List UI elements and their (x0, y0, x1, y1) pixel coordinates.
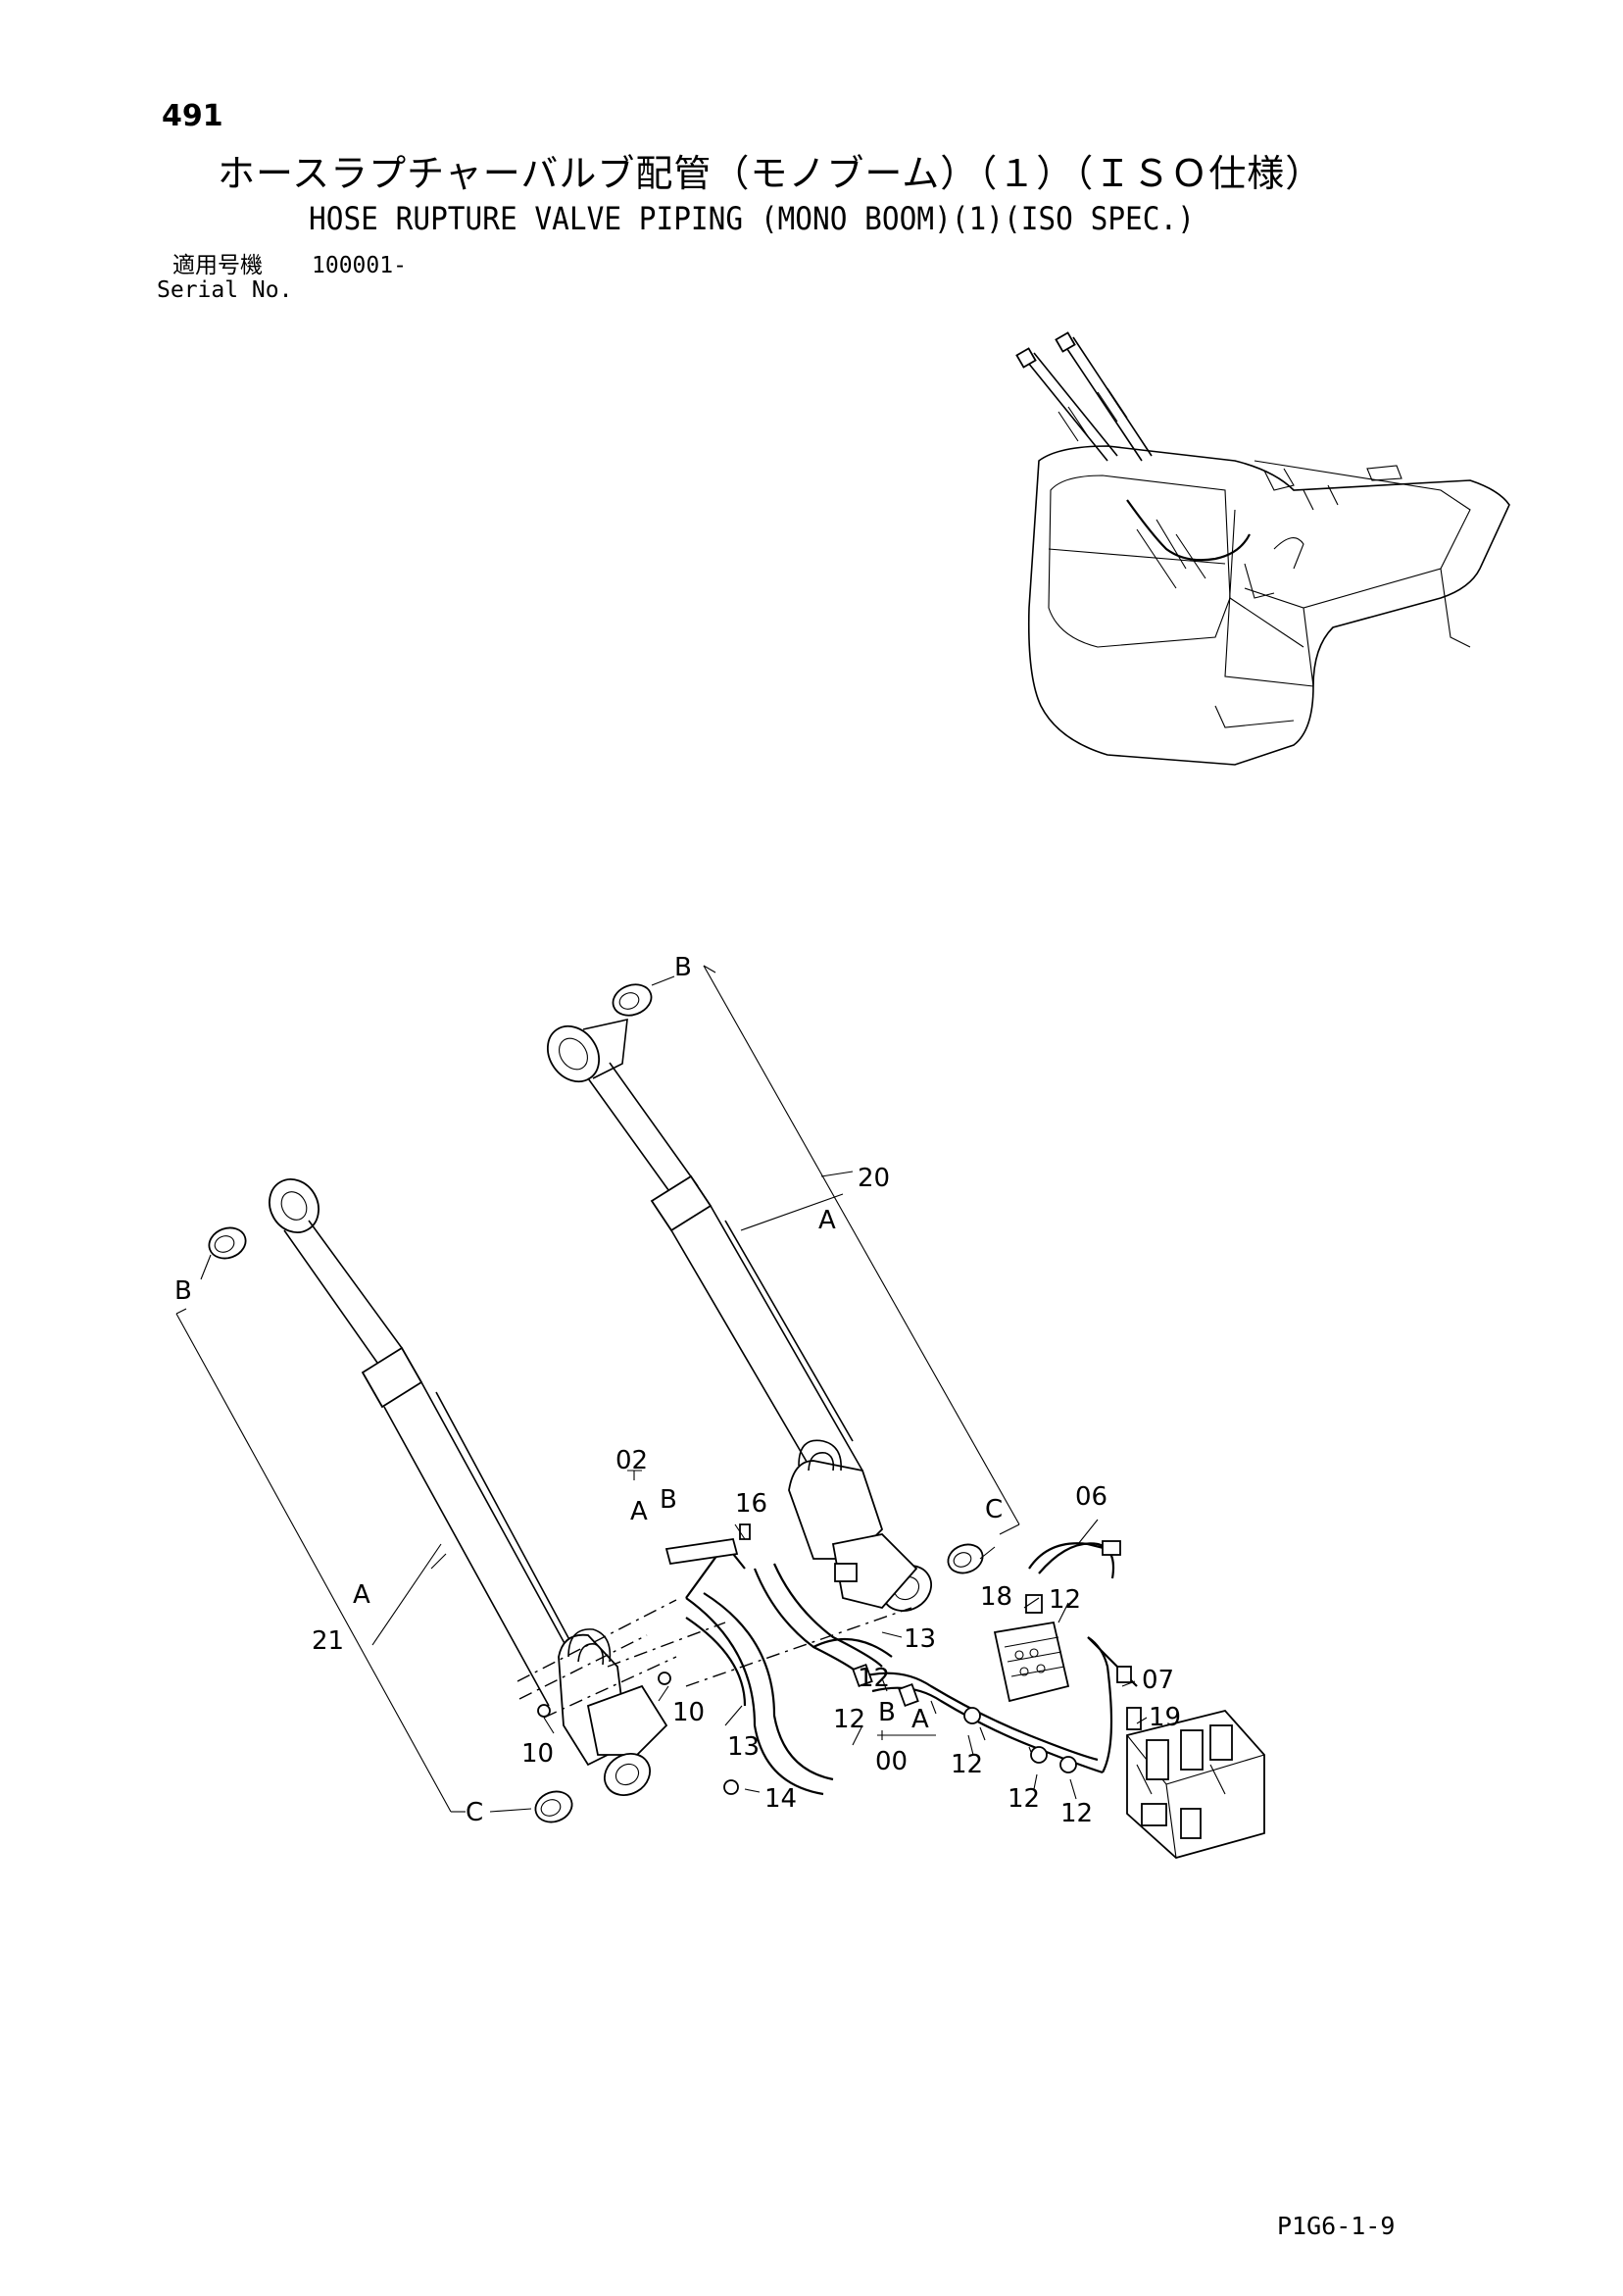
callout-13-lower: 13 (727, 1732, 760, 1762)
letter-c-left: C (466, 1798, 483, 1827)
letter-b-top: B (674, 953, 692, 982)
callout-14: 14 (764, 1784, 797, 1814)
callout-18: 18 (980, 1582, 1012, 1612)
drawing-code: P1G6-1-9 (1277, 2212, 1396, 2240)
bushing-bottom-right (947, 1543, 984, 1574)
boom-cylinder-right (546, 1018, 932, 1612)
callout-06: 06 (1075, 1482, 1107, 1512)
callout-00: 00 (875, 1747, 908, 1776)
letter-b-left: B (174, 1276, 192, 1306)
letter-a-02: A (630, 1497, 648, 1526)
bushing-bottom-left (534, 1790, 573, 1823)
callout-12-b: 12 (1008, 1784, 1040, 1814)
callout-12-fitting: 12 (833, 1705, 865, 1734)
serial-number-value: 100001- (312, 253, 407, 278)
callout-10-right: 10 (672, 1698, 705, 1727)
page-title-english: HOSE RUPTURE VALVE PIPING (MONO BOOM)(1)… (309, 200, 1195, 237)
bushing-top-left (208, 1226, 247, 1260)
page-number: 491 (162, 99, 223, 133)
serial-label-english: Serial No. (157, 277, 293, 303)
bushing-top-right (612, 983, 653, 1017)
serial-label-japanese: 適用号機 (172, 253, 263, 278)
page-title-japanese: ホースラプチャーバルブ配管（モノブーム）（１）（ＩＳＯ仕様） (218, 152, 1324, 195)
fittings (537, 1523, 1142, 1795)
hose-rupture-valve (993, 1621, 1070, 1703)
excavator-location-thumbnail (1015, 331, 1510, 766)
leader-lines (430, 1171, 1148, 1800)
callout-07: 07 (1142, 1666, 1174, 1695)
callout-13-upper: 13 (904, 1624, 936, 1654)
letter-c-right: C (985, 1495, 1003, 1524)
letter-a-right: A (818, 1206, 836, 1235)
letter-a-left: A (353, 1580, 370, 1610)
callout-12-valve: 12 (1049, 1585, 1081, 1615)
callout-21: 21 (312, 1626, 344, 1656)
boom-cylinder-left (269, 1178, 668, 1796)
callout-19: 19 (1149, 1703, 1181, 1732)
callout-10-left: 10 (521, 1739, 554, 1769)
reference-lines (175, 965, 1020, 1813)
callout-16: 16 (735, 1489, 767, 1519)
callout-12-c: 12 (1060, 1799, 1093, 1828)
callout-20: 20 (858, 1164, 890, 1193)
pipe-assembly-06 (1028, 1540, 1121, 1570)
callout-labels: 20 21 02 00 06 07 16 18 19 14 13 13 12 1… (174, 953, 1181, 1828)
callout-12-d: 12 (858, 1664, 890, 1693)
assembly-center-lines (516, 1599, 912, 1719)
callout-02: 02 (615, 1446, 648, 1475)
letter-a-00: A (911, 1705, 929, 1734)
control-valve-block (1126, 1709, 1265, 1859)
callout-12-a: 12 (951, 1750, 983, 1779)
letter-b-00: B (878, 1698, 896, 1727)
letter-b-02: B (660, 1485, 677, 1515)
